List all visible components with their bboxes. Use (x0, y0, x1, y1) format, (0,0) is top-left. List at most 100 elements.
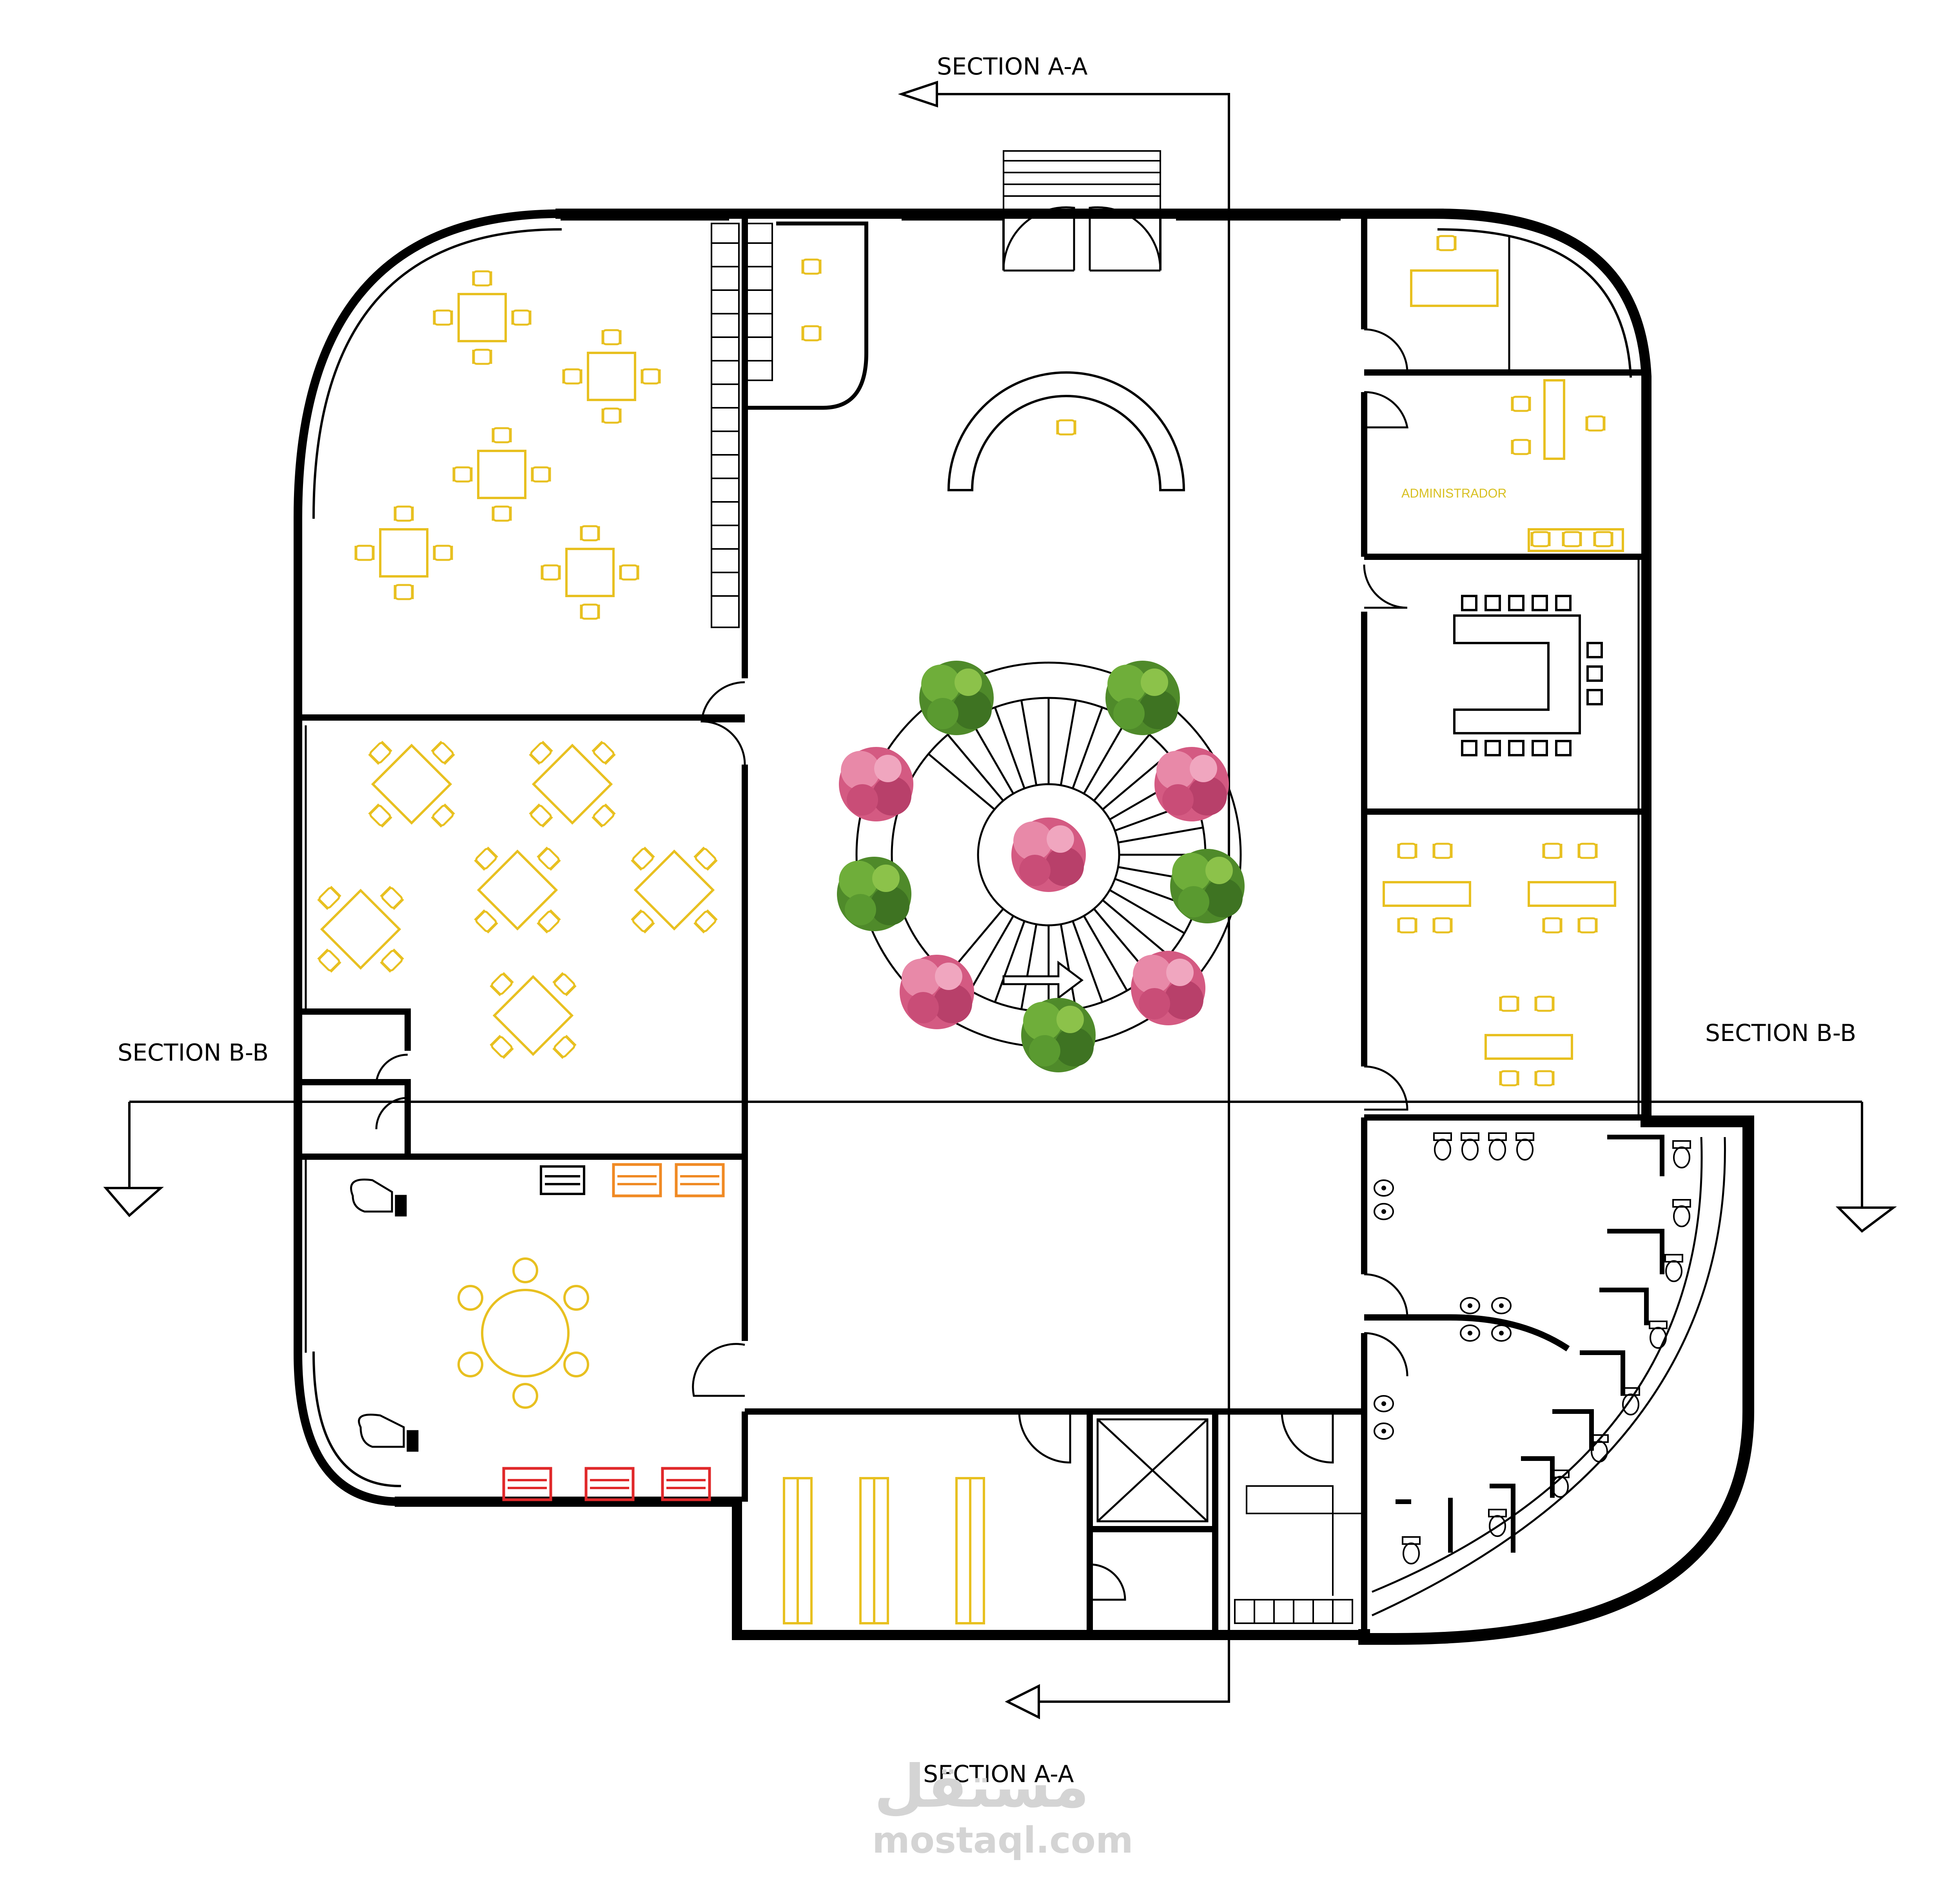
table-icon (434, 271, 530, 364)
planter-icon (613, 1165, 661, 1196)
stair-tread (1093, 734, 1151, 801)
table-icon (632, 848, 717, 933)
chair-icon (1532, 532, 1549, 546)
table-icon (475, 848, 560, 933)
tree-icon (1170, 849, 1245, 923)
chair-icon (1434, 918, 1451, 932)
reception-desk (947, 371, 1185, 491)
tree-icon (900, 955, 974, 1029)
administrator-room-label: ADMINISTRADOR (1401, 486, 1507, 500)
toilet-icon (1672, 1140, 1691, 1168)
round-table (457, 1257, 589, 1409)
chair-icon (1058, 420, 1075, 434)
toilet-icon (1488, 1132, 1507, 1161)
stair-tread (1083, 718, 1128, 794)
toilet-icon (1461, 1132, 1479, 1161)
chair-icon (1563, 532, 1581, 546)
chair-icon (1501, 1071, 1518, 1085)
tree-icon (919, 661, 994, 735)
interior-walls (298, 214, 1646, 1635)
glazing (305, 218, 1726, 1617)
tree-icon (1021, 998, 1096, 1072)
stair-tread (1109, 889, 1185, 934)
toilet-icon (1433, 1132, 1452, 1161)
chair-icon (1501, 997, 1518, 1011)
toilet-icon (1649, 1321, 1668, 1349)
table-icon (454, 428, 550, 521)
chair-icon (1512, 397, 1530, 411)
stair-tread (994, 707, 1025, 789)
section-arrow-icon (898, 80, 1040, 1719)
chair-icon (1434, 844, 1451, 858)
stair-tread (1020, 700, 1038, 786)
sink-icon (1460, 1324, 1480, 1342)
outer-walls (294, 208, 1754, 1645)
table-icon (530, 742, 615, 827)
sink-icon (1491, 1297, 1512, 1314)
stair-direction-arrow (1002, 961, 1084, 1000)
table-icon (356, 507, 452, 599)
piano-icon (350, 1178, 419, 1452)
sink-icon (1374, 1179, 1394, 1197)
sink-icon (1374, 1395, 1394, 1412)
storage-racks (783, 1477, 985, 1624)
sink-icon (1491, 1324, 1512, 1342)
chair-icon (1438, 236, 1455, 250)
stair-tread (1060, 700, 1077, 786)
chair-icon (1512, 440, 1530, 454)
planter-icon (676, 1165, 723, 1196)
tree-icon (837, 857, 911, 931)
stair-tread (1072, 921, 1103, 1003)
stair-tread (969, 718, 1014, 794)
tree-icon (1105, 661, 1180, 735)
chair-icon (803, 326, 820, 340)
section-marker-icon (103, 1187, 1897, 1233)
chair-icon (1579, 918, 1596, 932)
toilet-icon (1664, 1254, 1683, 1282)
stair-tread (994, 921, 1025, 1003)
section-b-left-label: SECTION B-B (118, 1039, 269, 1066)
stair-icon (711, 150, 1364, 1624)
watermark-arabic: مستقل (874, 1753, 1089, 1821)
stair-tread (969, 915, 1014, 991)
stair-tread (1118, 827, 1203, 844)
tree-icon (839, 747, 913, 821)
table-icon (491, 973, 576, 1058)
chair-icon (803, 260, 820, 274)
planter-row-top (540, 1165, 585, 1195)
table-icon (318, 887, 403, 972)
chair-icon (1399, 918, 1416, 932)
tree-icon (1154, 747, 1229, 821)
chair-icon (1536, 997, 1553, 1011)
stair-tread (1102, 899, 1170, 957)
chair-icon (1399, 844, 1416, 858)
section-a-top-label: SECTION A-A (937, 53, 1088, 80)
meeting-table (1453, 595, 1603, 756)
chair-icon (1579, 844, 1596, 858)
table-icon (542, 526, 638, 619)
table-icon (369, 742, 454, 827)
section-a-bottom-label: SECTION A-A (923, 1760, 1074, 1788)
planter-icon (504, 1468, 551, 1500)
chair-icon (1536, 1071, 1553, 1085)
stair-tread (927, 753, 995, 810)
elevator-shaft (1096, 1418, 1209, 1522)
stair-tread (1020, 924, 1038, 1010)
stair-tread (1083, 915, 1128, 991)
restroom-partitions (1396, 1135, 1664, 1553)
toilet-icon (1515, 1132, 1534, 1161)
planter-icon (586, 1468, 633, 1500)
chair-icon (1544, 918, 1561, 932)
sink-icon (1374, 1422, 1394, 1440)
chair-icon (1587, 416, 1604, 431)
chair-icon (1595, 532, 1612, 546)
section-b-right-label: SECTION B-B (1705, 1019, 1857, 1047)
table-icon (564, 330, 659, 423)
toilet-icon (1402, 1536, 1421, 1564)
tree-icon (1131, 951, 1205, 1025)
office-furniture (1383, 269, 1624, 1060)
toilet-icon (1672, 1199, 1691, 1227)
planter-icon (662, 1468, 710, 1500)
stair-tread (1072, 707, 1103, 789)
